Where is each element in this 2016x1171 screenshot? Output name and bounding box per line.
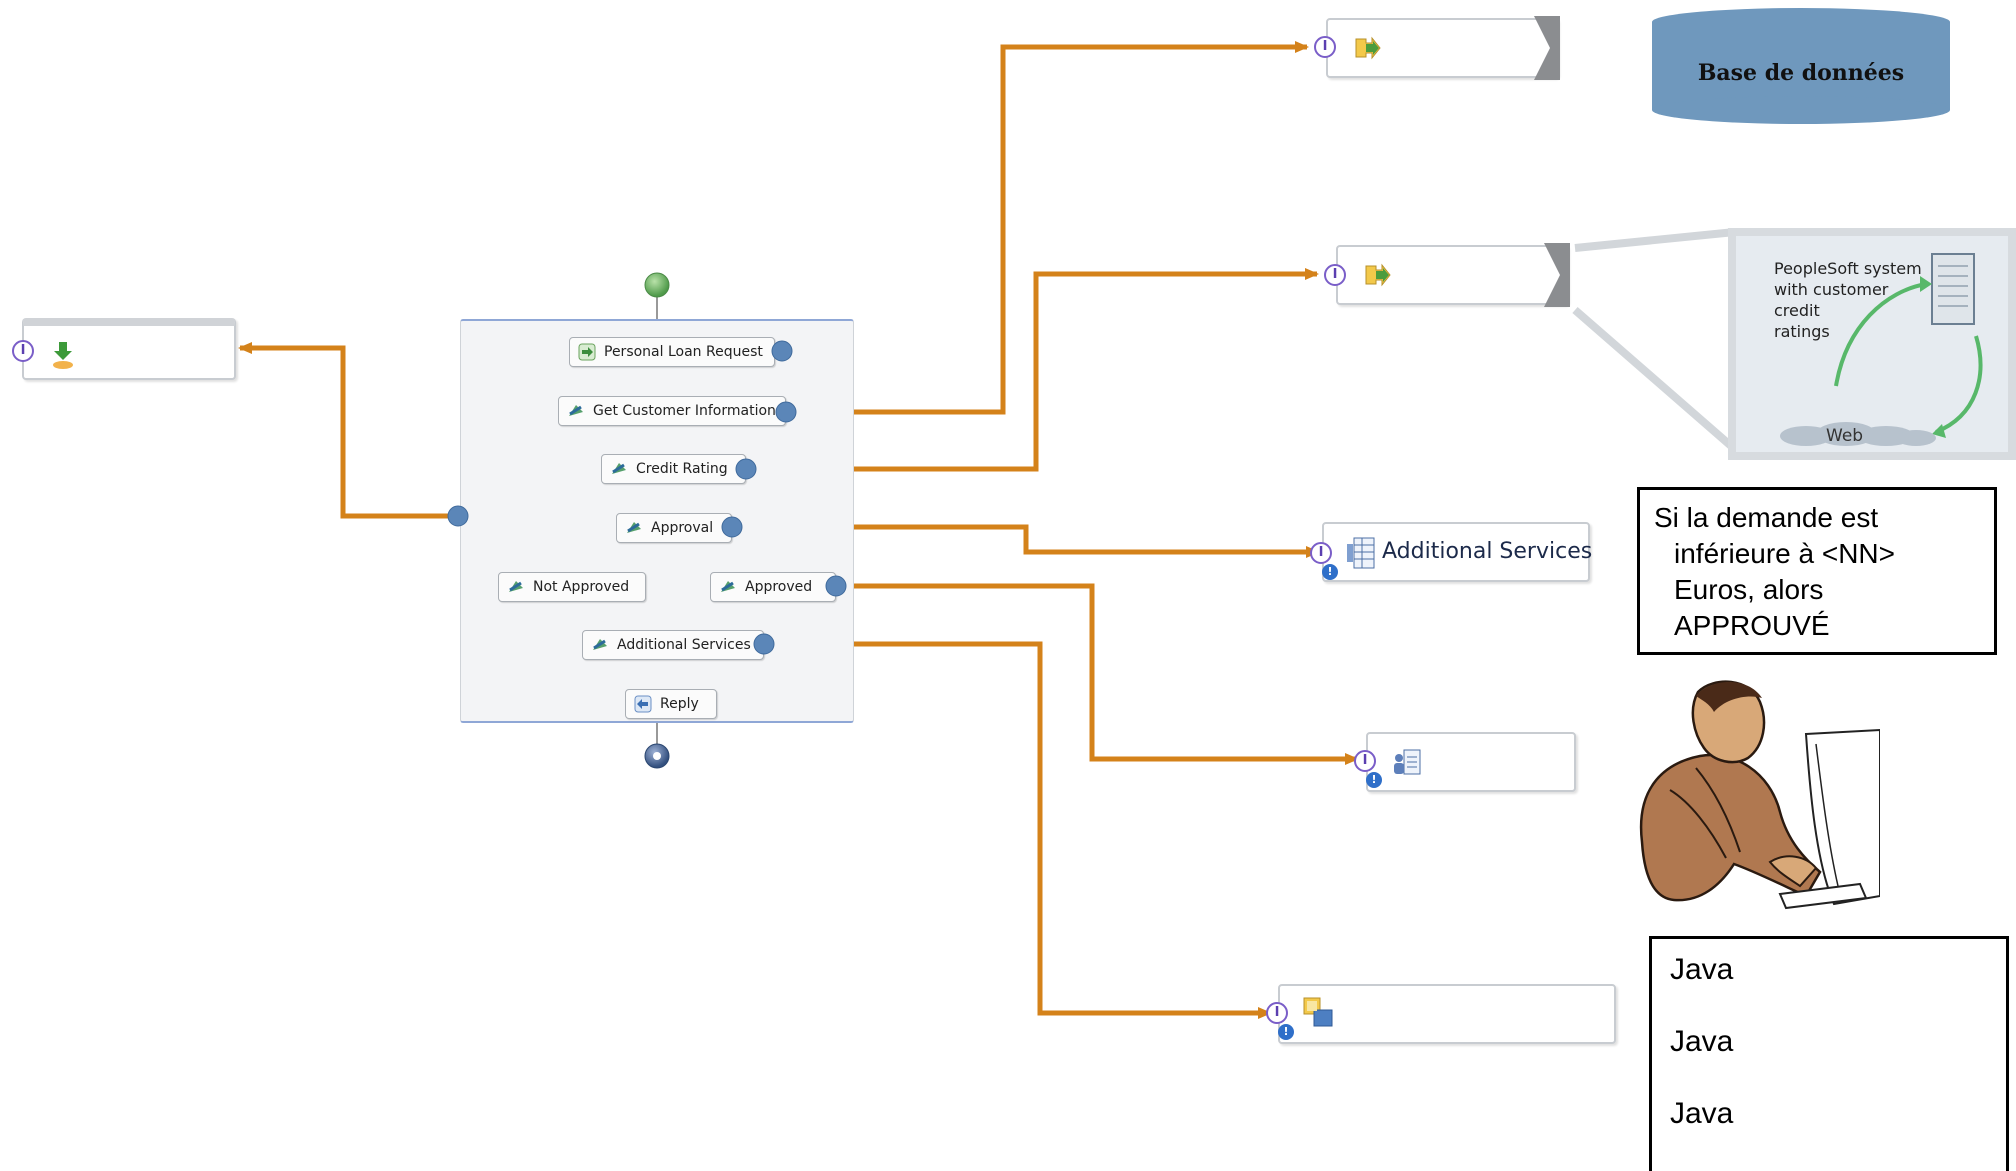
interface-icon: I	[1266, 1002, 1288, 1024]
peoplesoft-line: ratings	[1774, 322, 1830, 341]
connector-approval	[732, 524, 1320, 558]
import-tab-icon	[1534, 16, 1560, 80]
invoke-icon	[569, 405, 583, 416]
interface-icon: I	[1324, 264, 1346, 286]
connector-additional-services	[764, 641, 1272, 1019]
activity-approval[interactable]: Approval	[616, 513, 732, 543]
warning-icon: !	[1278, 1024, 1294, 1040]
java-list-box: Java Java Java	[1649, 936, 2009, 1171]
service-table-icon	[1347, 537, 1375, 569]
java-item: Java	[1670, 953, 1734, 986]
import-component-customer-info[interactable]	[1326, 18, 1558, 78]
import-tab-icon	[1544, 243, 1570, 307]
peoplesoft-link	[1572, 228, 1741, 456]
component-human-task[interactable]	[1366, 732, 1576, 792]
activity-reply[interactable]: Reply	[625, 689, 717, 719]
database: Base de données	[1652, 8, 1950, 124]
reply-icon	[634, 695, 652, 713]
activity-label: Credit Rating	[636, 461, 728, 477]
connector-lines	[238, 41, 1359, 1019]
invoke-icon	[593, 639, 607, 650]
activity-get-customer-information[interactable]: Get Customer Information	[558, 396, 786, 426]
activity-label: Approved	[745, 579, 813, 595]
warning-icon: !	[1322, 564, 1338, 580]
server-icon	[1931, 253, 1975, 325]
peoplesoft-line: PeopleSoft system	[1774, 259, 1922, 278]
cloud-icon	[1780, 422, 1936, 446]
component-label: Additional Services	[1382, 539, 1593, 564]
import-icon	[1355, 36, 1381, 60]
activity-label: Personal Loan Request	[604, 344, 763, 360]
person-at-computer-icon	[1639, 680, 1880, 910]
peoplesoft-line: credit	[1774, 301, 1820, 320]
database-icon	[1652, 8, 1950, 124]
activity-additional-services[interactable]: Additional Services	[582, 630, 764, 660]
approval-rule-note: Si la demande est inférieure à <NN> Euro…	[1637, 487, 1997, 655]
invoke-icon	[627, 522, 641, 533]
rule-line: Euros, alors	[1674, 574, 1824, 605]
activity-approved[interactable]: Approved	[710, 572, 836, 602]
activity-label: Additional Services	[617, 637, 751, 653]
java-item: Java	[1670, 1097, 1734, 1130]
peoplesoft-web-label: Web	[1826, 426, 1864, 446]
java-item: Java	[1670, 1025, 1734, 1058]
component-additional-services[interactable]: Additional Services	[1322, 522, 1593, 582]
activity-not-approved[interactable]: Not Approved	[498, 572, 646, 602]
rule-line: inférieure à <NN>	[1674, 538, 1896, 569]
activity-label: Reply	[660, 696, 699, 712]
invoke-icon	[509, 581, 523, 592]
connector-get-customer-info	[786, 41, 1309, 415]
peoplesoft-illustration	[1780, 253, 1983, 446]
invoke-icon	[612, 463, 626, 474]
warning-icon: !	[1366, 772, 1382, 788]
export-icon	[53, 342, 73, 369]
connector-approved	[836, 583, 1359, 765]
component-java[interactable]	[1278, 984, 1616, 1044]
activity-personal-loan-request[interactable]: Personal Loan Request	[569, 337, 775, 367]
invoke-icon	[721, 581, 735, 592]
peoplesoft-line: with customer	[1774, 280, 1889, 299]
start-node-icon[interactable]	[644, 272, 670, 298]
connector-export-left	[238, 342, 458, 519]
export-component[interactable]	[22, 318, 236, 380]
interface-icon: I	[12, 340, 34, 362]
rule-line: Si la demande est	[1654, 502, 1879, 533]
interface-icon: I	[1310, 542, 1332, 564]
java-component-icon	[1303, 997, 1333, 1027]
activity-label: Not Approved	[533, 579, 630, 595]
activity-credit-rating[interactable]: Credit Rating	[601, 454, 746, 484]
import-component-credit-rating[interactable]	[1336, 245, 1568, 305]
receive-icon	[578, 343, 596, 361]
import-icon	[1365, 263, 1391, 287]
interface-icon: I	[1354, 750, 1376, 772]
activity-label: Approval	[651, 520, 714, 536]
human-task-icon	[1394, 749, 1421, 775]
database-label: Base de données	[1697, 60, 1905, 86]
peoplesoft-description: PeopleSoft system with customer credit r…	[1774, 258, 1934, 342]
connector-credit-rating	[746, 268, 1319, 472]
rule-line: APPROUVÉ	[1674, 610, 1830, 641]
peoplesoft-panel: PeopleSoft system with customer credit r…	[1728, 228, 2016, 460]
activity-label: Get Customer Information	[593, 403, 776, 419]
interface-icon: I	[1314, 36, 1336, 58]
